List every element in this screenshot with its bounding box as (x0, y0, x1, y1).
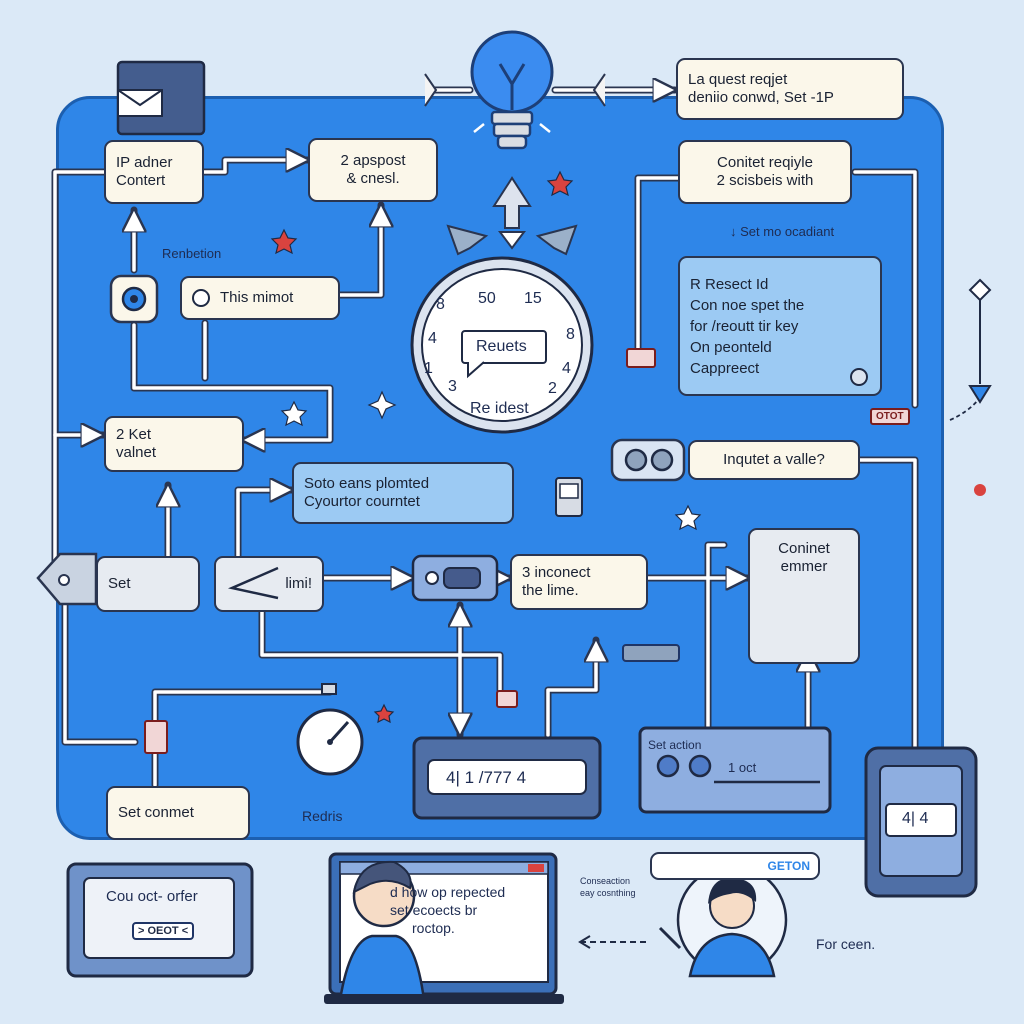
bottom-left-device (66, 862, 254, 978)
redirection-label: Renbetion (162, 246, 222, 261)
red-pill-right[interactable]: OTOT (870, 408, 910, 425)
connect-line-2: emmer (780, 558, 828, 575)
side-markers (949, 278, 992, 496)
camera-icon (109, 274, 159, 324)
set-comment-box[interactable]: Set conmet (106, 786, 250, 840)
content-require-line-2: 2 scisbeis with (716, 172, 814, 189)
dial-number-2: 50 (478, 290, 496, 307)
envelope-icon (116, 60, 206, 136)
disconnect-box[interactable]: 3 inconect the lime. (510, 554, 648, 610)
connector-lines (53, 90, 917, 787)
small-red-pill (496, 690, 518, 708)
disconnect-line-1: 3 inconect (522, 564, 591, 581)
ip-box-line-1: IP adner (116, 154, 173, 171)
dial-number-3: 15 (524, 290, 542, 307)
input-value-label: Inqutet a valle? (723, 451, 825, 468)
limit-box[interactable]: limi! (214, 556, 324, 612)
approach-box-line-2: & cnesl. (346, 170, 400, 187)
bottom-left-pill[interactable]: > OEOT < (132, 922, 195, 940)
dial-center-label: Reuets (476, 338, 527, 355)
reset-line-1: R Resect Id (690, 275, 769, 293)
reset-box[interactable]: R Resect Id Con noe spet the for /reoutt… (678, 256, 882, 396)
set-box[interactable]: Set (96, 556, 200, 612)
action-device (638, 726, 832, 814)
reset-status-dot (850, 368, 868, 386)
toggle-switch-icon (610, 438, 686, 482)
support-agent (578, 864, 788, 978)
disconnect-line-2: the lime. (522, 582, 579, 599)
dial-number-6: 3 (448, 378, 457, 395)
stopwatch-icon (296, 683, 364, 776)
reset-line-4: On peonteld (690, 338, 772, 356)
tablet-device (864, 746, 978, 898)
connect-box[interactable]: Coninet emmer (748, 528, 860, 664)
dial-number-9: 2 (548, 380, 557, 397)
top-right-note-line-2: deniio conwd, Set -1P (688, 89, 834, 106)
comment-red-pill (144, 720, 168, 754)
content-require-line-1: Conitet reqiyle (717, 154, 813, 171)
display-device (412, 736, 602, 820)
dial-number-4: 4 (428, 330, 437, 347)
redris-label: Redris (302, 808, 343, 824)
input-value-box[interactable]: Inqutet a valle? (688, 440, 860, 480)
counter-note-line-1: Soto eans plomted (304, 475, 430, 492)
tablet-readout: 4| 4 (902, 810, 929, 827)
connection-note-line-2: eay cosnthing (580, 888, 636, 898)
reset-line-5: Cappreect (690, 359, 760, 377)
laptop-person (324, 852, 564, 1004)
laptop-line-1: d how op repected (390, 884, 506, 900)
ip-box[interactable]: IP adner Contert (104, 140, 204, 204)
pointer-arrows (446, 176, 578, 256)
ip-box-line-2: Contert (116, 172, 166, 189)
connect-line-1: Coninet (778, 540, 830, 557)
set-comment-label: Set conmet (118, 804, 194, 821)
white-star-decorations (280, 390, 702, 531)
this-mimot-radio-icon (192, 289, 210, 307)
top-right-note-line-1: La quest reqjet (688, 71, 788, 88)
bottom-left-title: Cou oct- orfer (106, 888, 198, 905)
connection-note-line-1: Conseaction (580, 876, 631, 886)
dial-bottom-label: Re idest (470, 400, 529, 417)
counter-note-line-2: Cyourtor courntet (304, 493, 420, 510)
reset-line-2: Con noe spet the (690, 296, 805, 314)
lightbulb-icon (424, 30, 606, 150)
approach-box-line-1: 2 apspost (340, 152, 406, 169)
top-right-note: La quest reqjet deniio conwd, Set -1P (676, 58, 904, 120)
laptop-line-3: roctop. (412, 920, 455, 936)
set-accident-note: ↓ Set mo ocadiant (730, 224, 835, 239)
laptop-line-2: set ecoects br (390, 902, 478, 918)
dial-number-7: 4 (562, 360, 571, 377)
gray-pill (622, 644, 680, 662)
set-accident-text: Set mo ocadiant (740, 224, 835, 239)
slider-control (411, 554, 499, 602)
this-mimot-box[interactable]: This mimot (180, 276, 340, 320)
key-box[interactable]: 2 Ket valnet (104, 416, 244, 472)
key-box-line-2: valnet (116, 444, 157, 461)
limit-box-label: limi! (285, 575, 312, 592)
set-box-label: Set (108, 575, 131, 592)
content-require-box[interactable]: Conitet reqiyle 2 scisbeis with (678, 140, 852, 204)
dial-gauge (410, 256, 594, 434)
set-action-label: Set action (648, 738, 702, 752)
reset-line-3: for /reoutt tir key (690, 317, 799, 335)
tag-icon (36, 552, 98, 606)
star-decorations (270, 170, 574, 724)
counter-note: Soto eans plomted Cyourtor courntet (292, 462, 514, 524)
footer-note: For ceen. (816, 936, 876, 952)
dial-number-5: 1 (424, 360, 433, 377)
printer-icon (555, 477, 583, 517)
this-mimot-label: This mimot (220, 289, 294, 306)
dial-number-8: 8 (566, 326, 575, 343)
approach-box[interactable]: 2 apspost & cnesl. (308, 138, 438, 202)
key-box-line-1: 2 Ket (116, 426, 152, 443)
speech-bubble: GETON (650, 852, 820, 880)
display-readout: 4| 1 /777 4 (446, 768, 527, 787)
set-action-value: 1 oct (728, 760, 757, 775)
bubble-label: GETON (767, 859, 810, 873)
dial-number-1: 8 (436, 296, 445, 313)
bottom-left-pill-text: OEOT (147, 925, 179, 937)
red-pill-left (626, 348, 656, 368)
